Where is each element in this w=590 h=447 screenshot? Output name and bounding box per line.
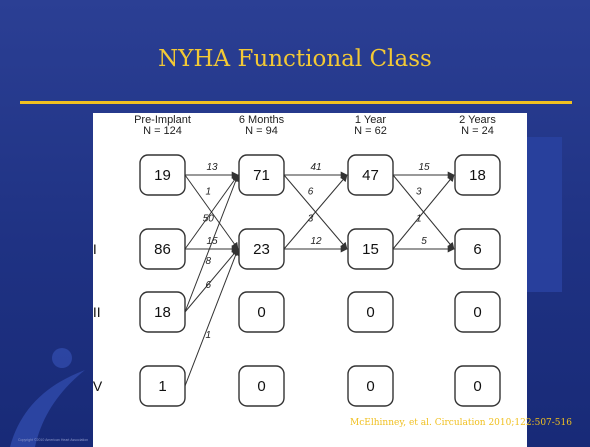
slide-title: NYHA Functional Class xyxy=(158,46,432,72)
row-label: II xyxy=(93,241,97,257)
node-value: 6 xyxy=(473,241,481,258)
flow-arrow xyxy=(184,174,239,313)
node-box xyxy=(139,291,186,333)
column-label: 6 Months xyxy=(239,114,285,126)
node-box xyxy=(454,291,501,333)
flow-label: 1 xyxy=(205,187,211,198)
node-value: 0 xyxy=(473,304,481,321)
node-box xyxy=(347,291,394,333)
column-label: Pre-Implant xyxy=(134,114,191,126)
node-box xyxy=(454,154,501,196)
node-box xyxy=(238,291,285,333)
flow-arrow xyxy=(283,174,348,250)
node-value: 0 xyxy=(257,378,265,395)
copyright-notice: Copyright ©2010 American Heart Associati… xyxy=(18,438,89,442)
node-value: 86 xyxy=(154,241,171,258)
column-count: N = 94 xyxy=(245,125,278,137)
flow-label: 6 xyxy=(205,280,211,291)
row-label: IV xyxy=(93,378,103,394)
column-label: 2 Years xyxy=(459,114,496,126)
node-value: 47 xyxy=(362,167,379,184)
node-value: 0 xyxy=(366,378,374,395)
node-value: 19 xyxy=(154,167,171,184)
node-box xyxy=(139,365,186,407)
flow-label: 1 xyxy=(205,330,211,341)
node-box xyxy=(347,154,394,196)
node-box xyxy=(139,154,186,196)
flow-label: 13 xyxy=(206,162,218,173)
node-box xyxy=(454,228,501,270)
node-value: 15 xyxy=(362,241,379,258)
node-value: 0 xyxy=(366,304,374,321)
column-count: N = 124 xyxy=(143,125,182,137)
background-figure-logo xyxy=(10,348,85,447)
node-box xyxy=(238,154,285,196)
node-value: 0 xyxy=(257,304,265,321)
node-value: 18 xyxy=(154,304,171,321)
node-box xyxy=(139,228,186,270)
title-underline xyxy=(20,101,572,104)
flow-arrow xyxy=(184,248,239,387)
flow-label: 5 xyxy=(421,236,427,247)
node-value: 71 xyxy=(253,167,270,184)
row-label: III xyxy=(93,304,101,320)
column-count: N = 62 xyxy=(354,125,387,137)
flow-label: 50 xyxy=(203,213,215,224)
node-value: 0 xyxy=(473,378,481,395)
flow-label: 3 xyxy=(308,213,314,224)
node-value: 23 xyxy=(253,241,270,258)
flow-arrow xyxy=(184,248,239,313)
node-box xyxy=(238,228,285,270)
flow-label: 12 xyxy=(310,236,322,247)
citation: McElhinney, et al. Circulation 2010;122:… xyxy=(350,418,572,428)
column-label: 1 Year xyxy=(355,114,387,126)
flow-label: 15 xyxy=(418,162,430,173)
flow-label: 1 xyxy=(416,213,422,224)
flow-arrow xyxy=(184,174,239,250)
flow-label: 6 xyxy=(308,187,314,198)
node-box xyxy=(347,228,394,270)
flow-label: 41 xyxy=(310,162,321,173)
flow-label: 3 xyxy=(416,187,422,198)
node-value: 1 xyxy=(158,378,166,395)
column-count: N = 24 xyxy=(461,125,494,137)
node-box xyxy=(454,365,501,407)
flow-arrow xyxy=(392,174,455,250)
node-value: 18 xyxy=(469,167,486,184)
flow-label: 8 xyxy=(205,256,211,267)
node-box xyxy=(347,365,394,407)
node-box xyxy=(238,365,285,407)
